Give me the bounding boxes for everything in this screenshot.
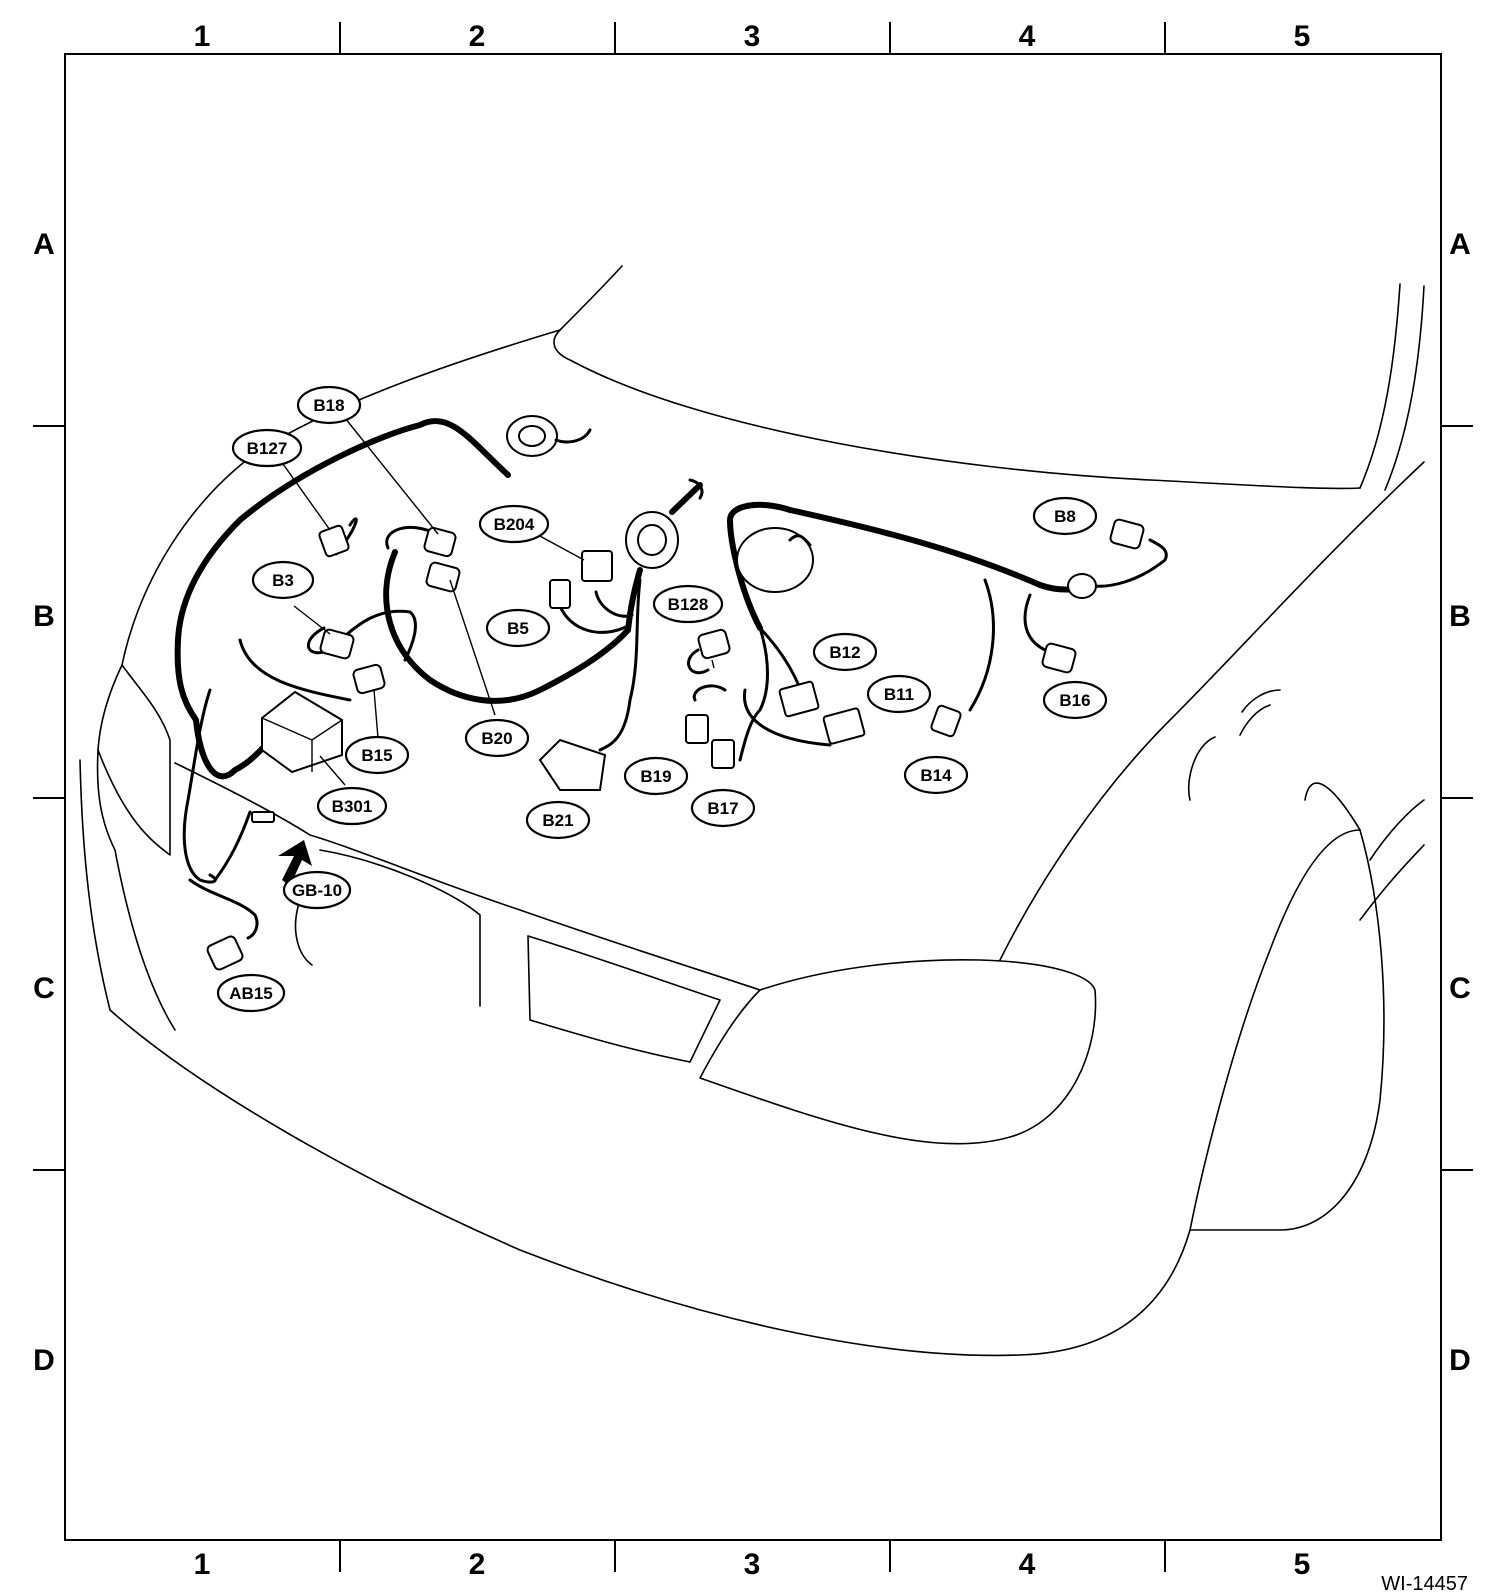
- callout-B3: B3: [251, 560, 315, 600]
- column-label-top-4: 4: [1019, 20, 1036, 53]
- callout-label-B3: B3: [272, 571, 294, 590]
- column-label-top-1: 1: [194, 20, 211, 53]
- callout-label-B18: B18: [313, 396, 344, 415]
- callout-label-B11: B11: [884, 685, 914, 704]
- callout-B12: B12: [812, 632, 878, 672]
- connectors: [206, 518, 1145, 971]
- callout-label-B12: B12: [829, 643, 860, 662]
- callout-B128: B128: [652, 584, 724, 624]
- callout-label-B8: B8: [1054, 507, 1076, 526]
- callout-GB10: GB-10: [282, 870, 352, 910]
- column-label-bottom-5: 5: [1294, 1548, 1311, 1581]
- callout-B21: B21: [525, 800, 591, 840]
- row-label-left-A: A: [33, 228, 55, 261]
- diagram-frame: [64, 53, 1442, 1541]
- row-label-right-D: D: [1449, 1344, 1471, 1377]
- main-harness: [174, 415, 1168, 940]
- column-label-bottom-3: 3: [744, 1548, 761, 1581]
- row-label-right-C: C: [1449, 972, 1471, 1005]
- column-label-top-3: 3: [744, 20, 761, 53]
- callout-label-AB15: AB15: [229, 984, 272, 1003]
- row-label-left-C: C: [33, 972, 55, 1005]
- row-label-left-D: D: [33, 1344, 55, 1377]
- callout-B11: B11: [866, 674, 932, 714]
- callout-label-B14: B14: [920, 766, 952, 785]
- row-label-right-B: B: [1449, 600, 1471, 633]
- callout-label-GB10: GB-10: [292, 881, 342, 900]
- relay-connector: [736, 527, 814, 593]
- column-label-top-5: 5: [1294, 20, 1311, 53]
- callout-B18: B18: [296, 385, 362, 425]
- callout-label-B16: B16: [1059, 691, 1090, 710]
- leader-lines: [282, 417, 715, 786]
- callout-B204: B204: [478, 504, 550, 544]
- grommet-right: [1067, 573, 1097, 599]
- row-label-right-A: A: [1449, 228, 1471, 261]
- callout-B15: B15: [344, 735, 410, 775]
- callout-label-B5: B5: [507, 619, 529, 638]
- column-label-top-2: 2: [469, 20, 486, 53]
- callout-B20: B20: [464, 718, 530, 758]
- callout-label-B128: B128: [668, 595, 709, 614]
- callout-label-B21: B21: [542, 811, 573, 830]
- callout-label-B19: B19: [640, 767, 671, 786]
- callout-B16: B16: [1042, 680, 1108, 720]
- grid-ticks: [33, 22, 1473, 1572]
- figure-id: WI-14457: [1381, 1573, 1468, 1592]
- callout-B301: B301: [316, 786, 388, 826]
- callout-label-B17: B17: [707, 799, 738, 818]
- callout-B17: B17: [690, 788, 756, 828]
- row-label-left-B: B: [33, 600, 55, 633]
- callout-label-B15: B15: [361, 746, 392, 765]
- callout-label-B204: B204: [494, 515, 535, 534]
- callout-B5: B5: [485, 608, 551, 648]
- column-label-bottom-1: 1: [194, 1548, 211, 1581]
- callout-B14: B14: [903, 755, 969, 795]
- callout-B19: B19: [623, 756, 689, 796]
- callout-B8: B8: [1032, 496, 1098, 536]
- column-label-bottom-2: 2: [469, 1548, 486, 1581]
- callout-label-B20: B20: [481, 729, 512, 748]
- callout-B127: B127: [231, 428, 303, 468]
- callout-AB15: AB15: [216, 973, 286, 1013]
- callout-label-B127: B127: [247, 439, 288, 458]
- column-label-bottom-4: 4: [1019, 1548, 1036, 1581]
- callout-label-B301: B301: [332, 797, 373, 816]
